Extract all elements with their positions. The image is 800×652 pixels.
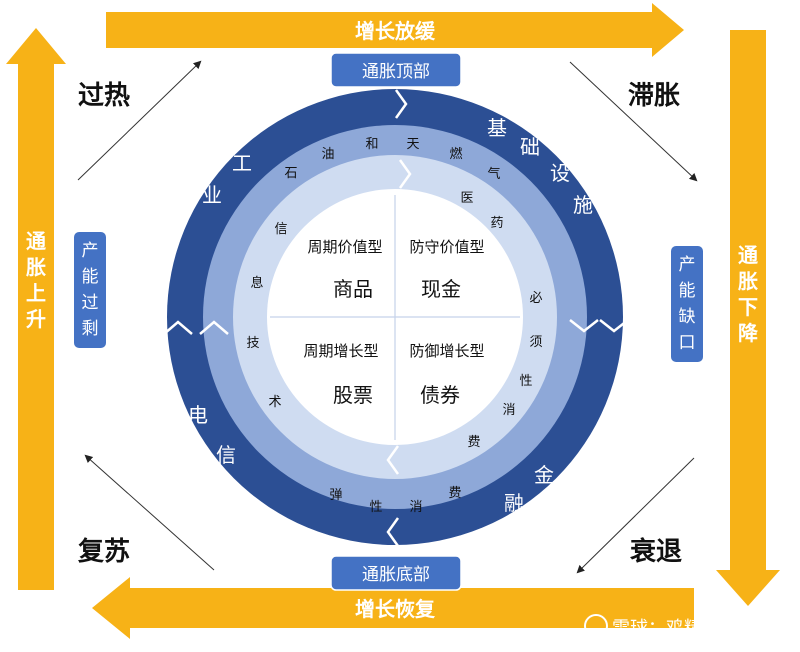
quadrant-cyclical-growth-title: 周期增长型	[303, 342, 378, 360]
chevron-bottom-outer	[386, 517, 400, 547]
left-arrow-char-2: 胀	[26, 255, 46, 279]
diagonal-arrow-top-left	[77, 60, 202, 181]
outer-finance-char-1: 金	[534, 463, 554, 487]
mid-it-char-2: 息	[250, 275, 263, 291]
bottom-arrow: 增长恢复	[92, 577, 694, 639]
quadrant-defensive-value-title: 防守价值型	[409, 238, 484, 256]
top-arrow: 增长放缓	[106, 3, 684, 57]
diagonal-arrow-bottom-right	[576, 457, 695, 574]
outer-finance-char-2: 融	[504, 491, 524, 515]
mid-staples-char-5: 费	[467, 435, 480, 450]
left-arrow-char-3: 上	[26, 281, 46, 305]
mid-staples-char-3: 性	[519, 374, 532, 389]
corner-stagflation-label: 滞胀	[628, 81, 680, 111]
outer-telecom-char-1: 电	[188, 403, 208, 427]
quadrant-cash-asset: 现金	[421, 277, 461, 301]
badge-inflation-top-box	[330, 52, 462, 88]
mid-it-char-1: 信	[274, 222, 287, 237]
mid-discretionary-char-2: 性	[369, 500, 382, 515]
badge-overcapacity: 产 能 过 剩	[74, 232, 106, 348]
corner-recovery-label: 复苏	[78, 537, 130, 567]
chevron-top-outer	[394, 89, 408, 119]
mid-oil-char-2: 油	[321, 147, 334, 162]
mid-oil-char-1: 石	[284, 166, 297, 181]
watermark: 雪球：鸡精锦鲤	[584, 614, 738, 639]
top-arrow-shape	[106, 3, 684, 57]
outer-infra-char-2: 础	[520, 135, 540, 159]
chevron-right-outer	[569, 319, 599, 333]
bottom-arrow-shape	[92, 577, 694, 639]
quadrant-commodities-asset: 商品	[333, 277, 373, 301]
top-arrow-label: 增长放缓	[355, 19, 436, 43]
outer-industry-char-2: 业	[202, 183, 222, 207]
outer-infra-char-3: 设	[550, 161, 570, 185]
chevron-left-outer	[163, 320, 193, 335]
badge-overcapacity-char-3: 过	[82, 293, 99, 313]
bottom-arrow-label: 增长恢复	[355, 597, 436, 621]
outer-telecom-char-2: 信	[216, 443, 236, 467]
chevron-bottom-inner	[386, 445, 400, 475]
badge-overcapacity-char-1: 产	[82, 241, 99, 261]
right-arrow-char-1: 通	[738, 243, 758, 267]
badge-capacity-gap: 产 能 缺 口	[671, 246, 703, 362]
badge-capacity-gap-char-3: 缺	[679, 307, 696, 327]
mid-oil-char-3: 和	[365, 137, 378, 152]
outer-industry-char-1: 工	[232, 151, 252, 175]
quadrant-bonds-asset: 债券	[420, 383, 460, 407]
left-arrow-shape	[6, 28, 66, 590]
right-arrow-char-4: 降	[738, 321, 759, 345]
mid-discretionary-char-3: 消	[409, 500, 422, 515]
outer-infra-char-1: 基	[487, 116, 507, 140]
badge-capacity-gap-char-2: 能	[679, 281, 696, 301]
quadrant-cyclical-value-title: 周期价值型	[307, 238, 382, 256]
watermark-logo-icon	[584, 614, 608, 638]
badge-inflation-bottom-label: 通胀底部	[362, 565, 430, 585]
diagonal-arrow-top-right	[569, 61, 698, 182]
badge-overcapacity-char-2: 能	[82, 267, 99, 287]
mid-oil-char-4: 天	[406, 137, 419, 152]
mid-oil-char-6: 气	[487, 166, 500, 182]
mid-discretionary-char-1: 弹	[329, 488, 342, 503]
left-arrow-char-4: 升	[26, 307, 46, 331]
ring-chevrons	[163, 89, 629, 547]
mid-staples-char-1: 必	[529, 291, 542, 306]
mid-discretionary-char-4: 费	[448, 486, 461, 501]
badge-overcapacity-box	[74, 232, 106, 348]
badge-overcapacity-char-4: 剩	[82, 319, 99, 339]
corner-overheat-label: 过热	[78, 81, 130, 111]
chevron-left-inner	[199, 320, 229, 335]
mid-pharma-char-1: 医	[460, 191, 473, 206]
mid-oil-char-5: 燃	[449, 146, 462, 162]
mid-staples-char-4: 消	[502, 403, 515, 418]
corner-recession-label: 衰退	[629, 536, 682, 567]
mid-staples-char-2: 须	[529, 335, 542, 350]
mid-pharma-char-2: 药	[490, 216, 503, 231]
quadrant-defensive-growth-title: 防御增长型	[409, 342, 484, 360]
mid-it-char-3: 技	[246, 336, 259, 351]
badge-inflation-bottom-box	[330, 555, 462, 591]
badge-capacity-gap-char-1: 产	[679, 255, 696, 275]
chevron-right-inner	[599, 319, 629, 333]
badge-inflation-top-label: 通胀顶部	[362, 62, 430, 82]
watermark-text: 雪球：鸡精锦鲤	[612, 618, 738, 639]
diagonal-arrow-bottom-left	[84, 454, 215, 571]
badge-inflation-bottom: 通胀底部	[330, 555, 462, 591]
badge-capacity-gap-box	[671, 246, 703, 362]
left-arrow: 通 胀 上 升	[6, 28, 66, 590]
badge-capacity-gap-char-4: 口	[679, 333, 696, 353]
right-arrow-char-3: 下	[738, 295, 758, 319]
chevron-top-inner	[398, 159, 412, 189]
left-arrow-char-1: 通	[26, 229, 46, 253]
badge-inflation-top: 通胀顶部	[330, 52, 462, 88]
right-arrow-char-2: 胀	[738, 269, 758, 293]
right-arrow-shape	[716, 30, 780, 606]
right-arrow: 通 胀 下 降	[716, 30, 780, 606]
mid-it-char-4: 术	[268, 395, 281, 410]
quadrant-stocks-asset: 股票	[333, 383, 373, 407]
outer-infra-char-4: 施	[573, 193, 593, 217]
